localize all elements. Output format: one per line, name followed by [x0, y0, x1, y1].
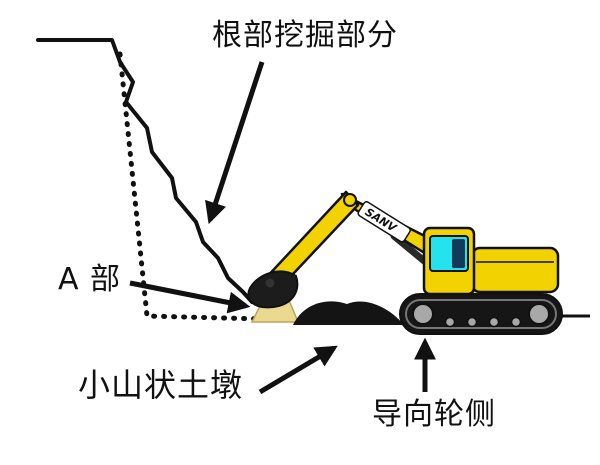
label-mound: 小山状土墩 [78, 366, 243, 404]
arrow-root-excavation [205, 61, 265, 225]
excavation-boundary-dotted-line [117, 51, 305, 323]
label-a-part: A 部 [58, 262, 121, 297]
track-rim [405, 299, 557, 329]
track-roller [488, 316, 500, 328]
track-assembly [399, 293, 563, 335]
boom-apex-pivot [343, 193, 357, 207]
arrow-a-part [129, 280, 251, 314]
mound [293, 301, 404, 325]
excavator-body [470, 246, 560, 294]
arrow-mound [258, 345, 338, 395]
guide-idler-wheel [412, 303, 434, 325]
cab-interior [452, 239, 465, 268]
excavator-bucket [247, 270, 299, 309]
label-root-excavation: 根部挖掘部分 [212, 18, 398, 53]
track-roller [444, 316, 456, 328]
brand-plate [357, 201, 411, 243]
excavator: SANV [247, 190, 563, 335]
cliff-slope-line [36, 38, 254, 304]
label-guide-wheel: 导向轮侧 [372, 397, 496, 432]
bucket-pivot [265, 278, 275, 288]
drive-sprocket-wheel [528, 303, 550, 325]
track-roller [466, 316, 478, 328]
track-roller [510, 316, 522, 328]
